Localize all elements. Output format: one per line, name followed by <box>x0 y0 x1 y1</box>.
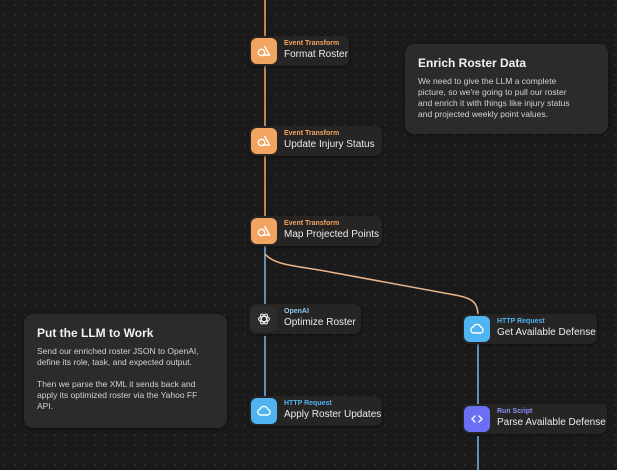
node-optimize-roster[interactable]: OpenAI Optimize Roster <box>249 304 361 334</box>
node-category: Event Transform <box>284 130 340 137</box>
node-category: Run Script <box>497 408 533 415</box>
node-title: Get Available Defense <box>497 327 596 338</box>
node-apply-roster-updates[interactable]: HTTP Request Apply Roster Updates <box>249 396 382 426</box>
note-line: Send our enriched roster JSON to OpenAI, <box>37 346 199 356</box>
note-put-llm-to-work[interactable]: Put the LLM to Work Send our enriched ro… <box>24 314 227 428</box>
node-update-injury-status[interactable]: Event Transform Update Injury Status <box>249 126 382 156</box>
note-title: Put the LLM to Work <box>37 326 154 340</box>
note-line: We need to give the LLM a complete <box>418 76 557 86</box>
node-category: OpenAI <box>284 308 309 315</box>
note-line: and enrich it with things like injury st… <box>418 98 570 108</box>
cloud-icon <box>464 316 490 342</box>
note-title: Enrich Roster Data <box>418 56 527 70</box>
node-map-projected-points[interactable]: Event Transform Map Projected Points <box>249 216 382 246</box>
note-line: picture, so we're going to pull our rost… <box>418 87 567 97</box>
shapes-icon <box>251 38 277 64</box>
shapes-icon <box>251 128 277 154</box>
node-category: Event Transform <box>284 40 340 47</box>
node-title: Format Roster <box>284 49 348 60</box>
note-line: and projected weekly point values. <box>418 109 548 119</box>
node-category: HTTP Request <box>284 400 332 407</box>
node-category: HTTP Request <box>497 318 545 325</box>
note-line: Then we parse the XML it sends back and <box>37 379 196 389</box>
node-get-available-defense[interactable]: HTTP Request Get Available Defense <box>462 314 597 344</box>
node-title: Optimize Roster <box>284 317 356 328</box>
node-title: Map Projected Points <box>284 229 380 240</box>
code-icon <box>464 406 490 432</box>
node-format-roster[interactable]: Event Transform Format Roster <box>249 36 349 66</box>
note-line: apply its optimized roster via the Yahoo… <box>37 390 198 400</box>
node-category: Event Transform <box>284 220 340 227</box>
node-title: Apply Roster Updates <box>284 409 382 420</box>
note-line: API. <box>37 401 54 411</box>
node-parse-available-defense[interactable]: Run Script Parse Available Defense <box>462 404 607 434</box>
cloud-icon <box>251 398 277 424</box>
node-title: Update Injury Status <box>284 139 375 150</box>
shapes-icon <box>251 218 277 244</box>
edge-points-getdefense <box>264 253 479 317</box>
node-title: Parse Available Defense <box>497 417 606 428</box>
note-enrich-roster-data[interactable]: Enrich Roster Data We need to give the L… <box>405 44 608 134</box>
note-line: define its role, task, and expected outp… <box>37 357 192 367</box>
openai-icon <box>251 306 277 332</box>
